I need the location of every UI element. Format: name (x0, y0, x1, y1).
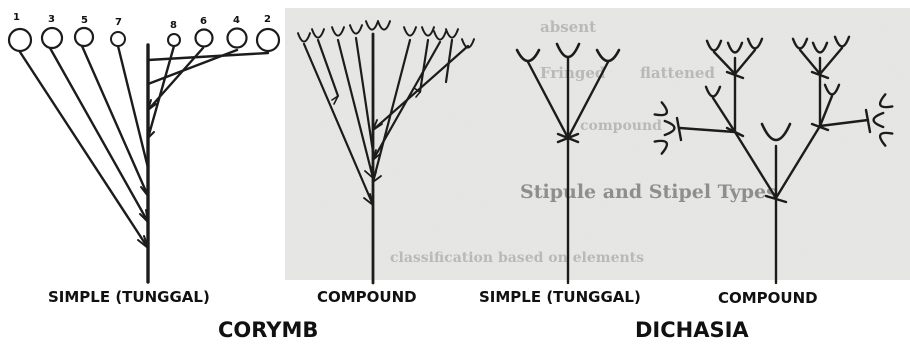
compound-dichasium-label: COMPOUND (718, 289, 818, 307)
flower-number: 1 (13, 12, 20, 23)
flower-bud (196, 30, 213, 47)
simple-dichasium-label: SIMPLE (TUNGGAL) (479, 288, 641, 306)
flower-bud (228, 29, 247, 48)
flower-bud (42, 28, 62, 48)
scan-text-absent: absent (540, 18, 596, 36)
compound-corymb-label: COMPOUND (317, 288, 417, 306)
flower-bud (168, 34, 180, 46)
scan-text-classification: classification based on elements (390, 250, 644, 266)
flower-bud (111, 32, 125, 46)
flower-number: 2 (264, 14, 271, 25)
simple-corymb-flowers: 1 3 5 7 8 6 4 2 (9, 12, 279, 51)
flower-bud (9, 29, 31, 51)
flower-number: 6 (200, 16, 207, 27)
simple-corymb-diagram (20, 45, 268, 282)
scan-text-fringed: Fringed (540, 64, 606, 82)
dichasia-caption: DICHASIA (635, 318, 749, 342)
simple-corymb-label: SIMPLE (TUNGGAL) (48, 288, 210, 306)
flower-number: 8 (170, 20, 177, 31)
flower-number: 4 (233, 15, 240, 26)
flower-bud (257, 29, 279, 51)
scan-text-stipule-types: Stipule and Stipel Types (520, 181, 777, 203)
flower-number: 5 (81, 15, 88, 26)
scan-text-flattened: flattened (640, 64, 715, 82)
scan-text-compound: compound (580, 118, 662, 134)
flower-number: 7 (115, 17, 122, 28)
flower-bud (75, 28, 93, 46)
flower-number: 3 (48, 14, 55, 25)
corymb-caption: CORYMB (218, 318, 318, 342)
